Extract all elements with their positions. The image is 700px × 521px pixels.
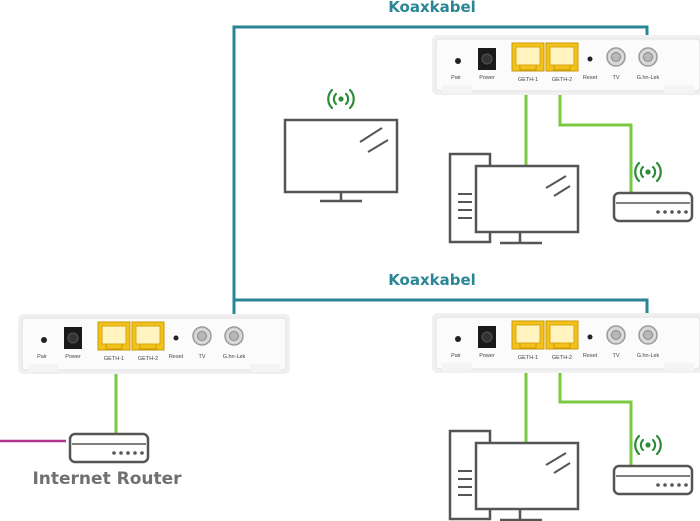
port-label-pair: Pair <box>451 75 461 81</box>
wifi-signal-icon <box>634 434 662 456</box>
desktop-computer-icon <box>448 152 580 245</box>
port-label-geth2: GETH-2 <box>138 356 158 362</box>
port-label-coax-in: G.hn-Lek <box>637 75 660 81</box>
network-router-icon <box>68 432 150 464</box>
coax-label-middle: Koaxkabel <box>388 271 476 289</box>
ethernet-cable-bottom-repeater <box>558 366 633 466</box>
port-label-power: Power <box>479 75 495 81</box>
tv-monitor-icon <box>283 118 399 203</box>
port-label-reset: Reset <box>169 354 184 360</box>
powerline-adapter-top: Pair Power GETH-1 GETH-2 Reset TV G.hn-L… <box>431 34 700 96</box>
port-label-pair: Pair <box>37 354 47 360</box>
network-router-icon <box>612 191 694 223</box>
port-label-power: Power <box>479 353 495 359</box>
port-label-coax-in: G.hn-Lek <box>223 354 246 360</box>
wifi-signal-icon <box>634 161 662 183</box>
wifi-signal-icon <box>327 88 355 110</box>
network-router-icon <box>612 464 694 496</box>
port-label-coax-in: G.hn-Lek <box>637 353 660 359</box>
coax-label-top: Koaxkabel <box>388 0 476 16</box>
port-label-pair: Pair <box>451 353 461 359</box>
port-label-tv: TV <box>612 75 619 81</box>
port-label-geth2: GETH-2 <box>552 77 572 83</box>
port-label-geth2: GETH-2 <box>552 355 572 361</box>
port-label-geth1: GETH-1 <box>518 355 538 361</box>
port-label-power: Power <box>65 354 81 360</box>
desktop-computer-icon <box>448 429 580 521</box>
ethernet-cable-top-repeater <box>558 88 633 194</box>
port-label-tv: TV <box>198 354 205 360</box>
port-label-geth1: GETH-1 <box>104 356 124 362</box>
powerline-adapter-bottom: Pair Power GETH-1 GETH-2 Reset TV G.hn-L… <box>431 312 700 374</box>
port-label-reset: Reset <box>583 353 598 359</box>
port-label-tv: TV <box>612 353 619 359</box>
internet-router-label: Internet Router <box>32 469 182 489</box>
port-label-reset: Reset <box>583 75 598 81</box>
port-label-geth1: GETH-1 <box>518 77 538 83</box>
powerline-adapter-main: Pair Power GETH-1 GETH-2 Reset TV G.hn-L… <box>17 313 291 375</box>
